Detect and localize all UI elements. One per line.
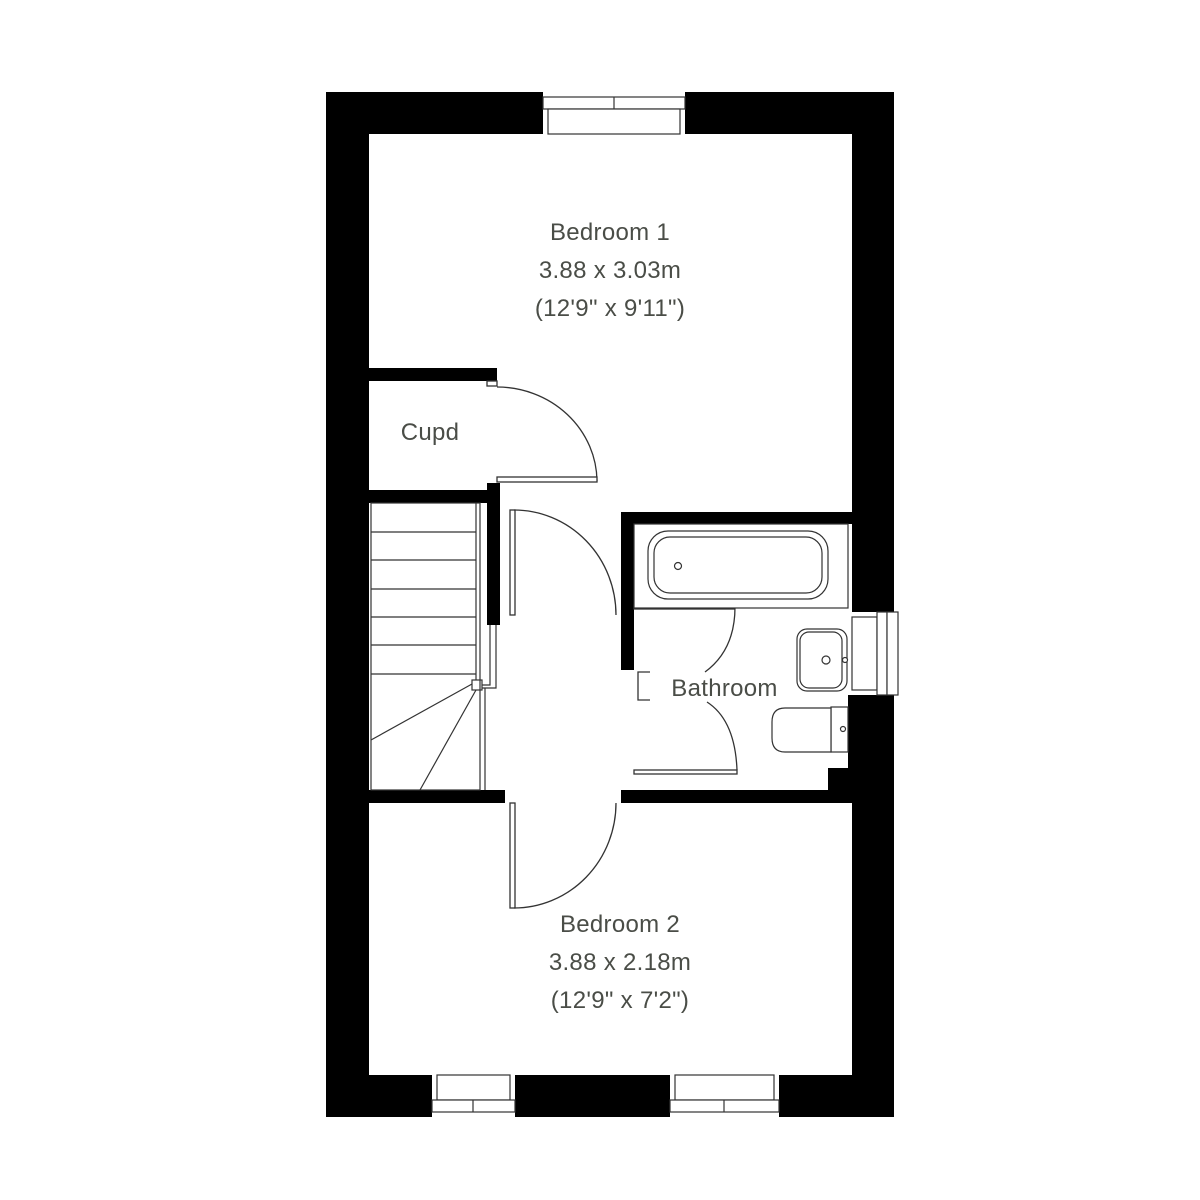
window-right [851,611,899,696]
staircase[interactable] [370,502,497,791]
room-name: Cupd [400,419,460,446]
room-size-metric: 3.88 x 3.03m [538,257,682,284]
room-name: Bedroom 1 [549,219,671,246]
toilet-bowl[interactable] [771,707,832,753]
hall-door [509,509,617,616]
bathroom-right-wall [848,695,858,795]
cupd-top-wall [369,368,497,381]
window-top [542,92,686,135]
room-name: Bedroom 2 [559,911,681,938]
bathroom-bottom-wall [621,790,852,803]
bathroom-fixtures [633,523,849,753]
walls [326,92,894,1117]
doors [486,380,738,909]
hall-bottom-wall [369,790,505,803]
window-bottom-right [669,1074,780,1117]
stair-side-wall [487,483,500,625]
cupd-bottom-wall [369,490,500,503]
cupd-door [486,380,598,483]
room-label-cupd: Cupd [380,414,480,452]
room-size-imperial: (12'9" x 9'11") [534,295,686,322]
room-label-bedroom1: Bedroom 1 3.88 x 3.03m (12'9" x 9'11") [480,214,740,328]
room-label-bedroom2: Bedroom 2 3.88 x 2.18m (12'9" x 7'2") [490,906,750,1020]
room-label-bathroom: Bathroom [652,670,797,708]
bedroom2-door [509,802,617,909]
room-name: Bathroom [671,675,778,702]
bathroom-top-wall [621,512,852,524]
bathroom-left-wall [621,512,634,670]
windows [431,92,899,1117]
room-size-metric: 3.88 x 2.18m [548,949,692,976]
window-bottom-left [431,1074,516,1117]
room-size-imperial: (12'9" x 7'2") [550,987,690,1014]
